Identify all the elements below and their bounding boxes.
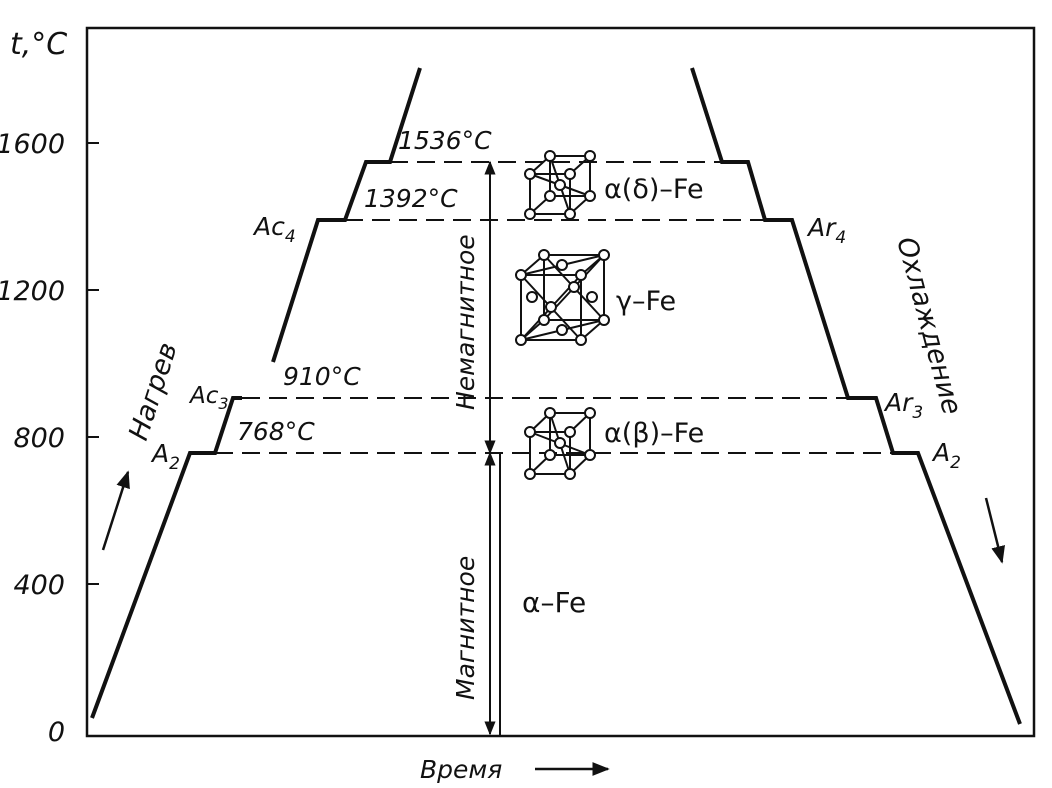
y-tick-label-400: 400 <box>13 570 65 601</box>
x-axis-title: Время <box>420 755 502 784</box>
point-ar4: Ar4 <box>806 213 846 248</box>
y-axis-title: t,°C <box>10 27 67 62</box>
plot-frame <box>85 26 1036 738</box>
point-ar3: Ar3 <box>883 388 923 423</box>
cooling-curve <box>690 67 1022 725</box>
point-ac3: Ac3 <box>188 383 229 413</box>
heating-label: Нагрев <box>123 339 184 444</box>
temp-label-768: 768°C <box>237 417 315 446</box>
temp-label-1536: 1536°C <box>398 126 492 155</box>
y-tick-label-1200: 1200 <box>0 276 65 307</box>
temp-label-1392: 1392°C <box>364 184 458 213</box>
bcc-lattice-delta-icon <box>524 150 596 220</box>
y-tick-label-0: 0 <box>48 717 65 748</box>
heating-curve-ac4-segment <box>271 67 422 363</box>
heating-arrow <box>101 470 130 551</box>
point-a2-left: A2 <box>150 439 180 474</box>
y-axis-ticks <box>87 142 99 585</box>
phase-alpha-label: α–Fe <box>522 586 586 619</box>
point-a2-right: A2 <box>931 438 961 473</box>
temp-label-910: 910°C <box>283 362 361 391</box>
nonmagnetic-label: Немагнитное <box>451 234 480 410</box>
y-tick-label-800: 800 <box>13 423 65 454</box>
bcc-lattice-beta-icon <box>524 407 596 480</box>
y-tick-label-1600: 1600 <box>0 129 65 160</box>
phase-gamma-label: γ–Fe <box>616 286 676 317</box>
magnetic-label: Магнитное <box>451 556 480 700</box>
fcc-lattice-gamma-icon <box>515 249 610 346</box>
phase-beta-label: α(β)–Fe <box>604 418 704 449</box>
point-ac4: Ac4 <box>252 212 296 247</box>
cooling-arrow <box>984 497 1005 564</box>
phase-delta-label: α(δ)–Fe <box>604 174 704 205</box>
